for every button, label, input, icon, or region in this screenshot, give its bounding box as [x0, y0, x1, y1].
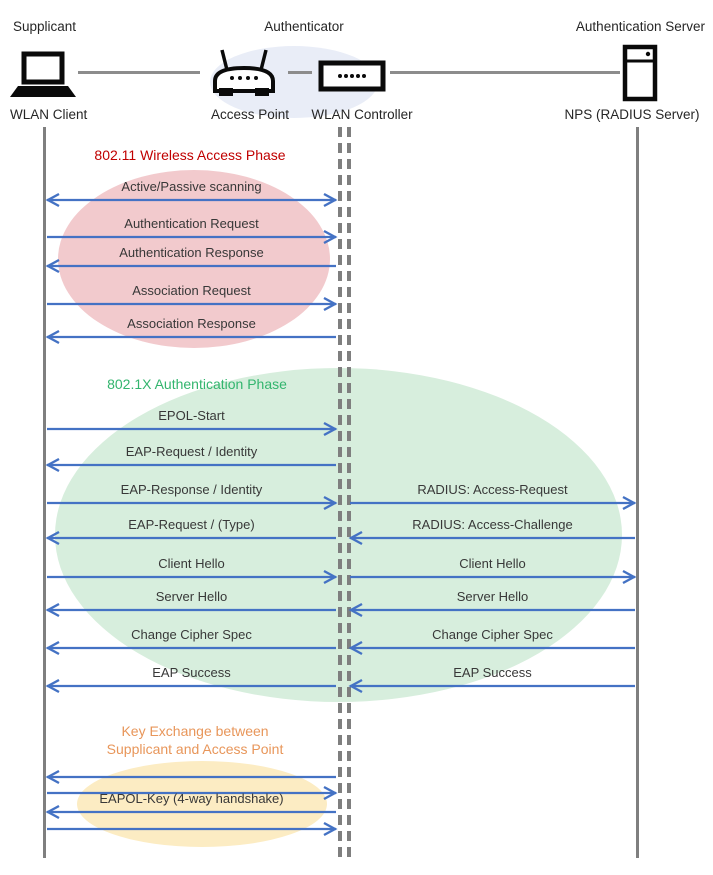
message-arrow-right: [47, 296, 338, 312]
phase-title-key-exchange-line2: Supplicant and Access Point: [106, 741, 284, 757]
message-arrow-right: [47, 229, 338, 245]
message-label: EAP Success: [453, 665, 532, 680]
message-arrow-left: [45, 329, 336, 345]
message-arrow-left: [45, 769, 336, 785]
message-label: EPOL-Start: [158, 408, 225, 423]
node-label-nps-radius: NPS (RADIUS Server): [564, 107, 700, 122]
message-label: EAP-Request / (Type): [128, 517, 255, 532]
message-arrow-left: [45, 804, 336, 820]
message-label: Client Hello: [459, 556, 526, 571]
message-arrow-both: [45, 192, 338, 208]
phase-title-8021x-authentication: 802.1X Authentication Phase: [107, 376, 287, 392]
message-label: Change Cipher Spec: [432, 627, 553, 642]
message-arrow-left: [45, 640, 336, 656]
message-label: Server Hello: [456, 589, 529, 604]
message-label: RADIUS: Access-Challenge: [412, 517, 573, 532]
message-label: Authentication Response: [119, 245, 264, 260]
message-arrow-right: [47, 821, 338, 837]
role-authentication-server: Authentication Server: [575, 19, 705, 34]
message-label: Change Cipher Spec: [131, 627, 252, 642]
message-label: EAP-Request / Identity: [125, 444, 258, 459]
phase-title-key-exchange-line1: Key Exchange between: [121, 723, 269, 739]
node-label-wlan-controller: WLAN Controller: [311, 107, 413, 122]
laptop-icon: [10, 51, 76, 97]
message-arrow-left: [348, 678, 635, 694]
wlan-controller-icon: [318, 60, 386, 92]
message-arrow-right: [47, 495, 338, 511]
connector-controller-server: [390, 71, 620, 74]
message-label: EAP Success: [152, 665, 231, 680]
phase-title-80211-wireless-access: 802.11 Wireless Access Phase: [94, 147, 286, 163]
message-arrow-left: [45, 457, 336, 473]
message-label: Authentication Request: [124, 216, 259, 231]
message-arrow-right: [350, 569, 637, 585]
message-label: Server Hello: [155, 589, 228, 604]
message-arrow-right: [350, 495, 637, 511]
node-label-wlan-client: WLAN Client: [10, 107, 88, 122]
message-arrow-left: [45, 678, 336, 694]
message-arrow-right: [47, 785, 338, 801]
message-arrow-left: [45, 530, 336, 546]
role-supplicant: Supplicant: [13, 19, 77, 34]
message-label: Association Response: [127, 316, 256, 331]
lifeline-supplicant: [43, 127, 46, 858]
role-authenticator: Authenticator: [264, 19, 344, 34]
message-label: RADIUS: Access-Request: [417, 482, 568, 497]
server-icon: [622, 44, 658, 102]
message-arrow-left: [348, 530, 635, 546]
message-arrow-right: [47, 421, 338, 437]
message-label: Active/Passive scanning: [121, 179, 262, 194]
node-label-access-point: Access Point: [210, 107, 290, 122]
message-label: EAPOL-Key (4-way handshake): [99, 791, 284, 806]
message-arrow-left: [45, 602, 336, 618]
message-arrow-left: [348, 640, 635, 656]
message-arrow-right: [47, 569, 338, 585]
lifeline-controller-left: [338, 127, 342, 858]
message-label: Association Request: [132, 283, 251, 298]
phase-title-key-exchange: Key Exchange between Supplicant and Acce…: [107, 722, 284, 758]
message-arrow-left: [45, 258, 336, 274]
message-label: Client Hello: [158, 556, 225, 571]
lifeline-radius-server: [636, 127, 639, 858]
connector-client-ap: [78, 71, 200, 74]
access-point-icon: [213, 49, 275, 96]
message-arrow-left: [348, 602, 635, 618]
message-label: EAP-Response / Identity: [120, 482, 263, 497]
connector-ap-controller: [288, 71, 312, 74]
lifeline-controller-right: [347, 127, 351, 858]
key-exchange-phase-ellipse: [77, 761, 327, 847]
